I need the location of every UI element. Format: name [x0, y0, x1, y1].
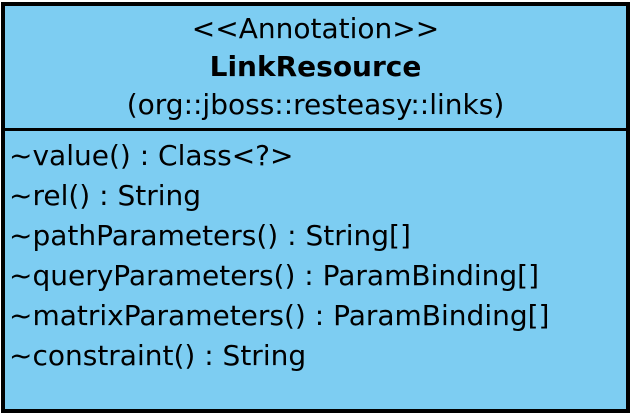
class-name: LinkResource — [209, 50, 422, 83]
uml-class-box-linkresource: <<Annotation>> LinkResource (org::jboss:… — [1, 2, 630, 413]
stereotype-label: <<Annotation>> — [191, 12, 440, 45]
member-query-parameters: ~queryParameters() : ParamBinding[] — [9, 259, 540, 292]
members-compartment: ~value() : Class<?> ~rel() : String ~pat… — [5, 131, 626, 376]
package-label: (org::jboss::resteasy::links) — [126, 88, 505, 121]
member-value: ~value() : Class<?> — [9, 139, 294, 172]
member-rel: ~rel() : String — [9, 179, 202, 212]
member-matrix-parameters: ~matrixParameters() : ParamBinding[] — [9, 299, 550, 332]
member-constraint: ~constraint() : String — [9, 339, 307, 372]
class-header-compartment: <<Annotation>> LinkResource (org::jboss:… — [5, 6, 626, 131]
member-path-parameters: ~pathParameters() : String[] — [9, 219, 411, 252]
